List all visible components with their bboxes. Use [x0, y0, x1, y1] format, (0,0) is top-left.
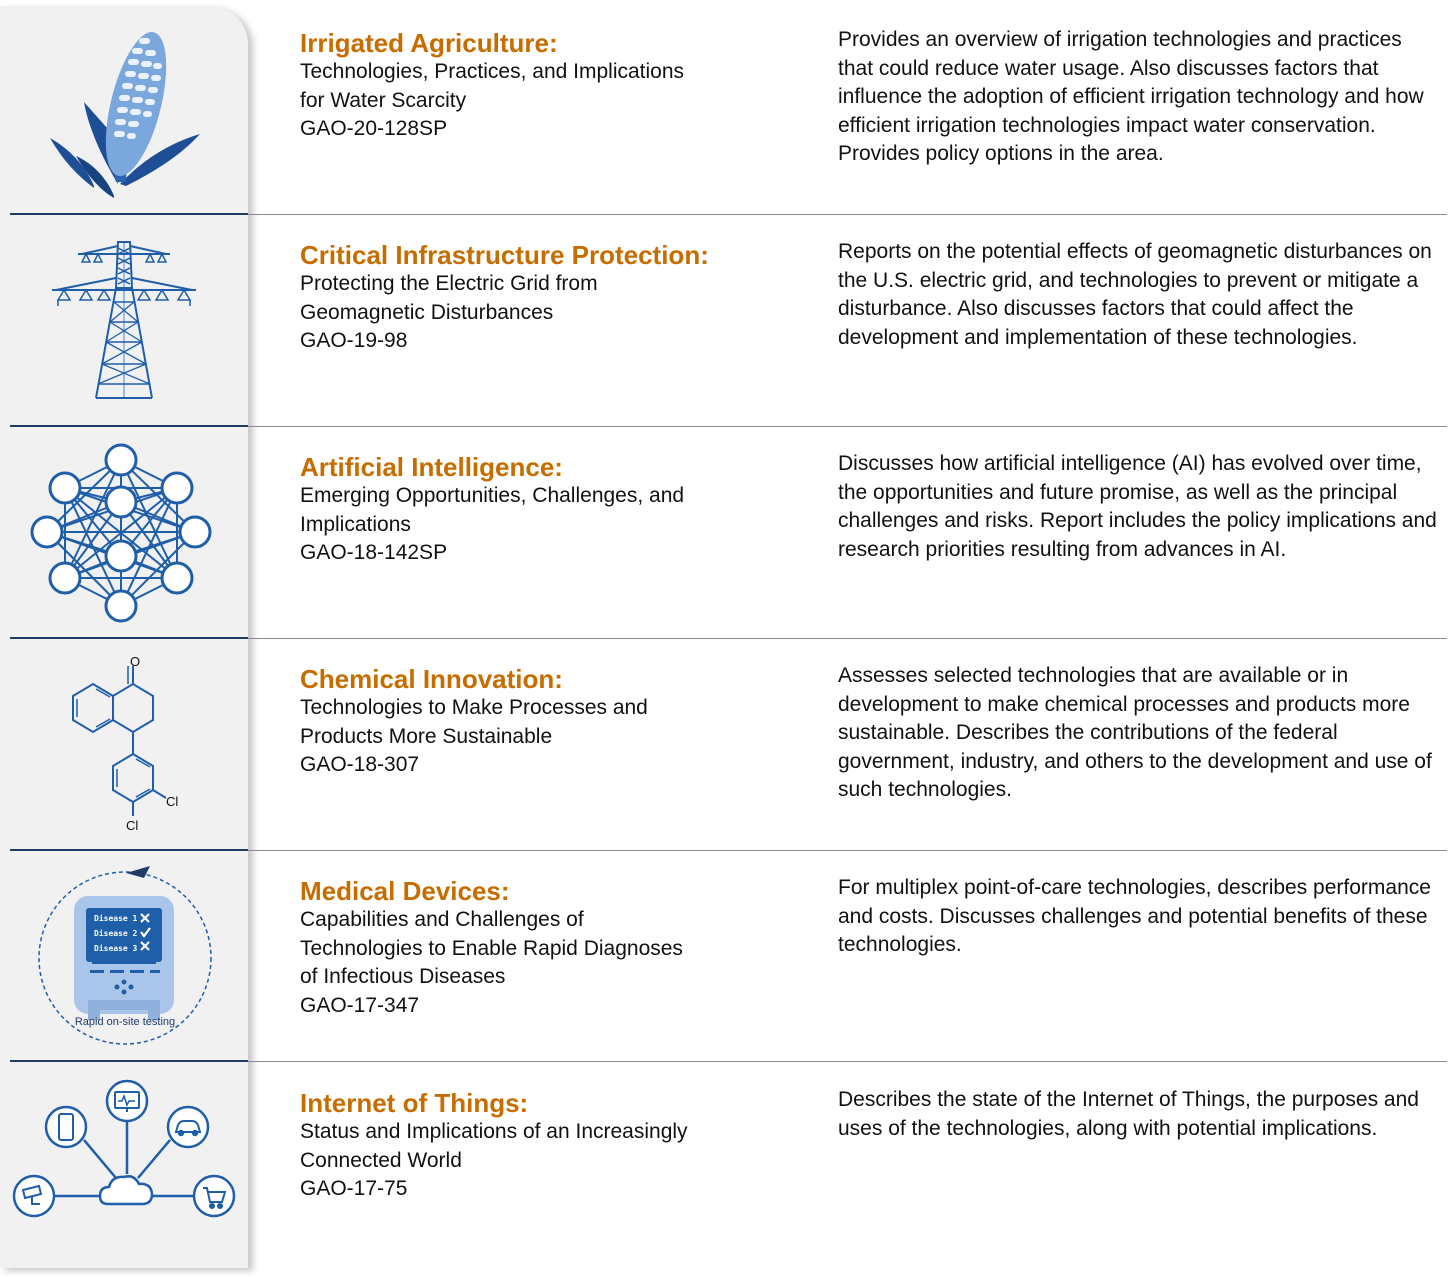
- disease-label-3: Disease 3: [94, 943, 138, 953]
- report-subtitle: Status and Implications of an Increasing…: [300, 1120, 688, 1172]
- report-description: Discusses how artificial intelligence (A…: [838, 452, 1437, 561]
- neural-network-icon: [6, 430, 242, 641]
- report-description: Provides an overview of irrigation techn…: [838, 28, 1424, 165]
- divider-gray-5: [248, 1061, 1447, 1062]
- report-code: GAO-17-347: [300, 993, 420, 1017]
- transmission-tower-icon: [6, 218, 242, 429]
- report-description: Reports on the potential effects of geom…: [838, 240, 1432, 349]
- report-title: Chemical Innovation:: [300, 664, 563, 694]
- report-code: GAO-18-142SP: [300, 541, 448, 564]
- report-title: Irrigated Agriculture:: [300, 28, 558, 58]
- report-code: GAO-19-98: [300, 329, 408, 352]
- corn-icon: [6, 6, 242, 217]
- divider-2: [10, 425, 248, 427]
- divider-gray-2: [248, 426, 1447, 427]
- report-description: For multiplex point-of-care technologies…: [838, 876, 1431, 956]
- report-description: Describes the state of the Internet of T…: [838, 1088, 1419, 1140]
- report-title: Internet of Things:: [300, 1088, 529, 1118]
- report-code: GAO-17-75: [300, 1177, 408, 1200]
- divider-1: [10, 213, 248, 215]
- divider-gray-1: [248, 214, 1447, 215]
- report-title: Critical Infrastructure Protection:: [300, 240, 709, 270]
- report-title: Medical Devices:: [300, 876, 510, 906]
- divider-gray-3: [248, 638, 1447, 639]
- divider-4: [10, 849, 248, 851]
- report-subtitle: Emerging Opportunities, Challenges, and …: [300, 484, 685, 536]
- report-row-critical-infrastructure: Critical Infrastructure Protection: Prot…: [0, 218, 1453, 429]
- report-subtitle: Capabilities and Challenges of Technolog…: [300, 908, 683, 988]
- chlorine-label: Cl: [166, 794, 178, 809]
- divider-gray-4: [248, 850, 1447, 851]
- diagnostic-device-icon: Disease 1 Disease 2 Disease 3 Rapid on-s…: [6, 854, 242, 1065]
- report-subtitle: Technologies to Make Processes and Produ…: [300, 696, 648, 748]
- report-row-irrigated-agriculture: Irrigated Agriculture: Technologies, Pra…: [0, 6, 1453, 217]
- report-row-medical-devices: Disease 1 Disease 2 Disease 3 Rapid on-s…: [0, 854, 1453, 1065]
- divider-3: [10, 637, 248, 639]
- chemical-structure-icon: O Cl Cl: [6, 642, 242, 853]
- device-caption: Rapid on-site testing: [75, 1016, 175, 1028]
- report-subtitle: Protecting the Electric Grid from Geomag…: [300, 272, 598, 324]
- report-code: GAO-18-307: [300, 753, 420, 776]
- report-row-chemical-innovation: O Cl Cl Chemical Innovation: Technologie…: [0, 642, 1453, 853]
- report-title: Artificial Intelligence:: [300, 452, 563, 482]
- report-row-artificial-intelligence: Artificial Intelligence: Emerging Opport…: [0, 430, 1453, 641]
- disease-label-1: Disease 1: [94, 913, 138, 923]
- report-row-internet-of-things: Internet of Things: Status and Implicati…: [0, 1066, 1453, 1277]
- report-description: Assesses selected technologies that are …: [838, 664, 1432, 801]
- divider-5: [10, 1060, 248, 1062]
- chlorine-label: Cl: [126, 818, 138, 833]
- iot-network-icon: [6, 1066, 242, 1277]
- disease-label-2: Disease 2: [94, 928, 138, 938]
- report-subtitle: Technologies, Practices, and Implication…: [300, 60, 685, 112]
- report-code: GAO-20-128SP: [300, 117, 448, 140]
- oxygen-label: O: [130, 654, 140, 669]
